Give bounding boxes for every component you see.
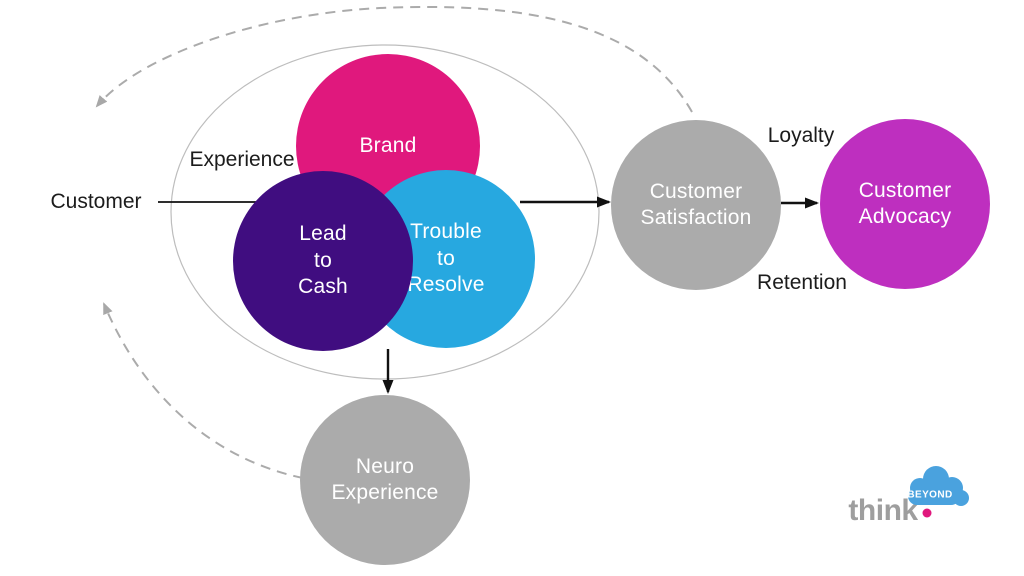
dashed-feedback-arc-top [95, 5, 693, 113]
loyalty-label: Loyalty [767, 124, 835, 147]
node-customer-satisfaction-label: Customer Satisfaction [640, 179, 752, 229]
node-customer-satisfaction: Customer Satisfaction [611, 120, 781, 290]
node-neuro-experience-label: Neuro Experience [331, 454, 439, 504]
node-neuro-experience: Neuro Experience [300, 395, 470, 565]
retention-label: Retention [757, 271, 847, 294]
cloud-icon [908, 466, 969, 506]
node-trouble-to-resolve-label: Trouble to Resolve [407, 220, 485, 297]
logo-dot-icon [922, 508, 932, 518]
experience-label: Experience [189, 148, 295, 171]
node-customer-advocacy: Customer Advocacy [820, 119, 990, 289]
node-lead-to-cash: Lead to Cash [233, 171, 413, 351]
node-customer-advocacy-label: Customer Advocacy [858, 178, 952, 228]
logo-beyond-text: BEYOND [907, 489, 953, 501]
experience-ellipse-outline [170, 44, 600, 380]
logo-think-text: think [848, 494, 918, 527]
customer-label: Customer [50, 190, 142, 213]
node-brand-label: Brand [359, 133, 417, 157]
dashed-feedback-arc-bottom [103, 302, 304, 479]
node-lead-to-cash-label: Lead to Cash [298, 222, 348, 299]
